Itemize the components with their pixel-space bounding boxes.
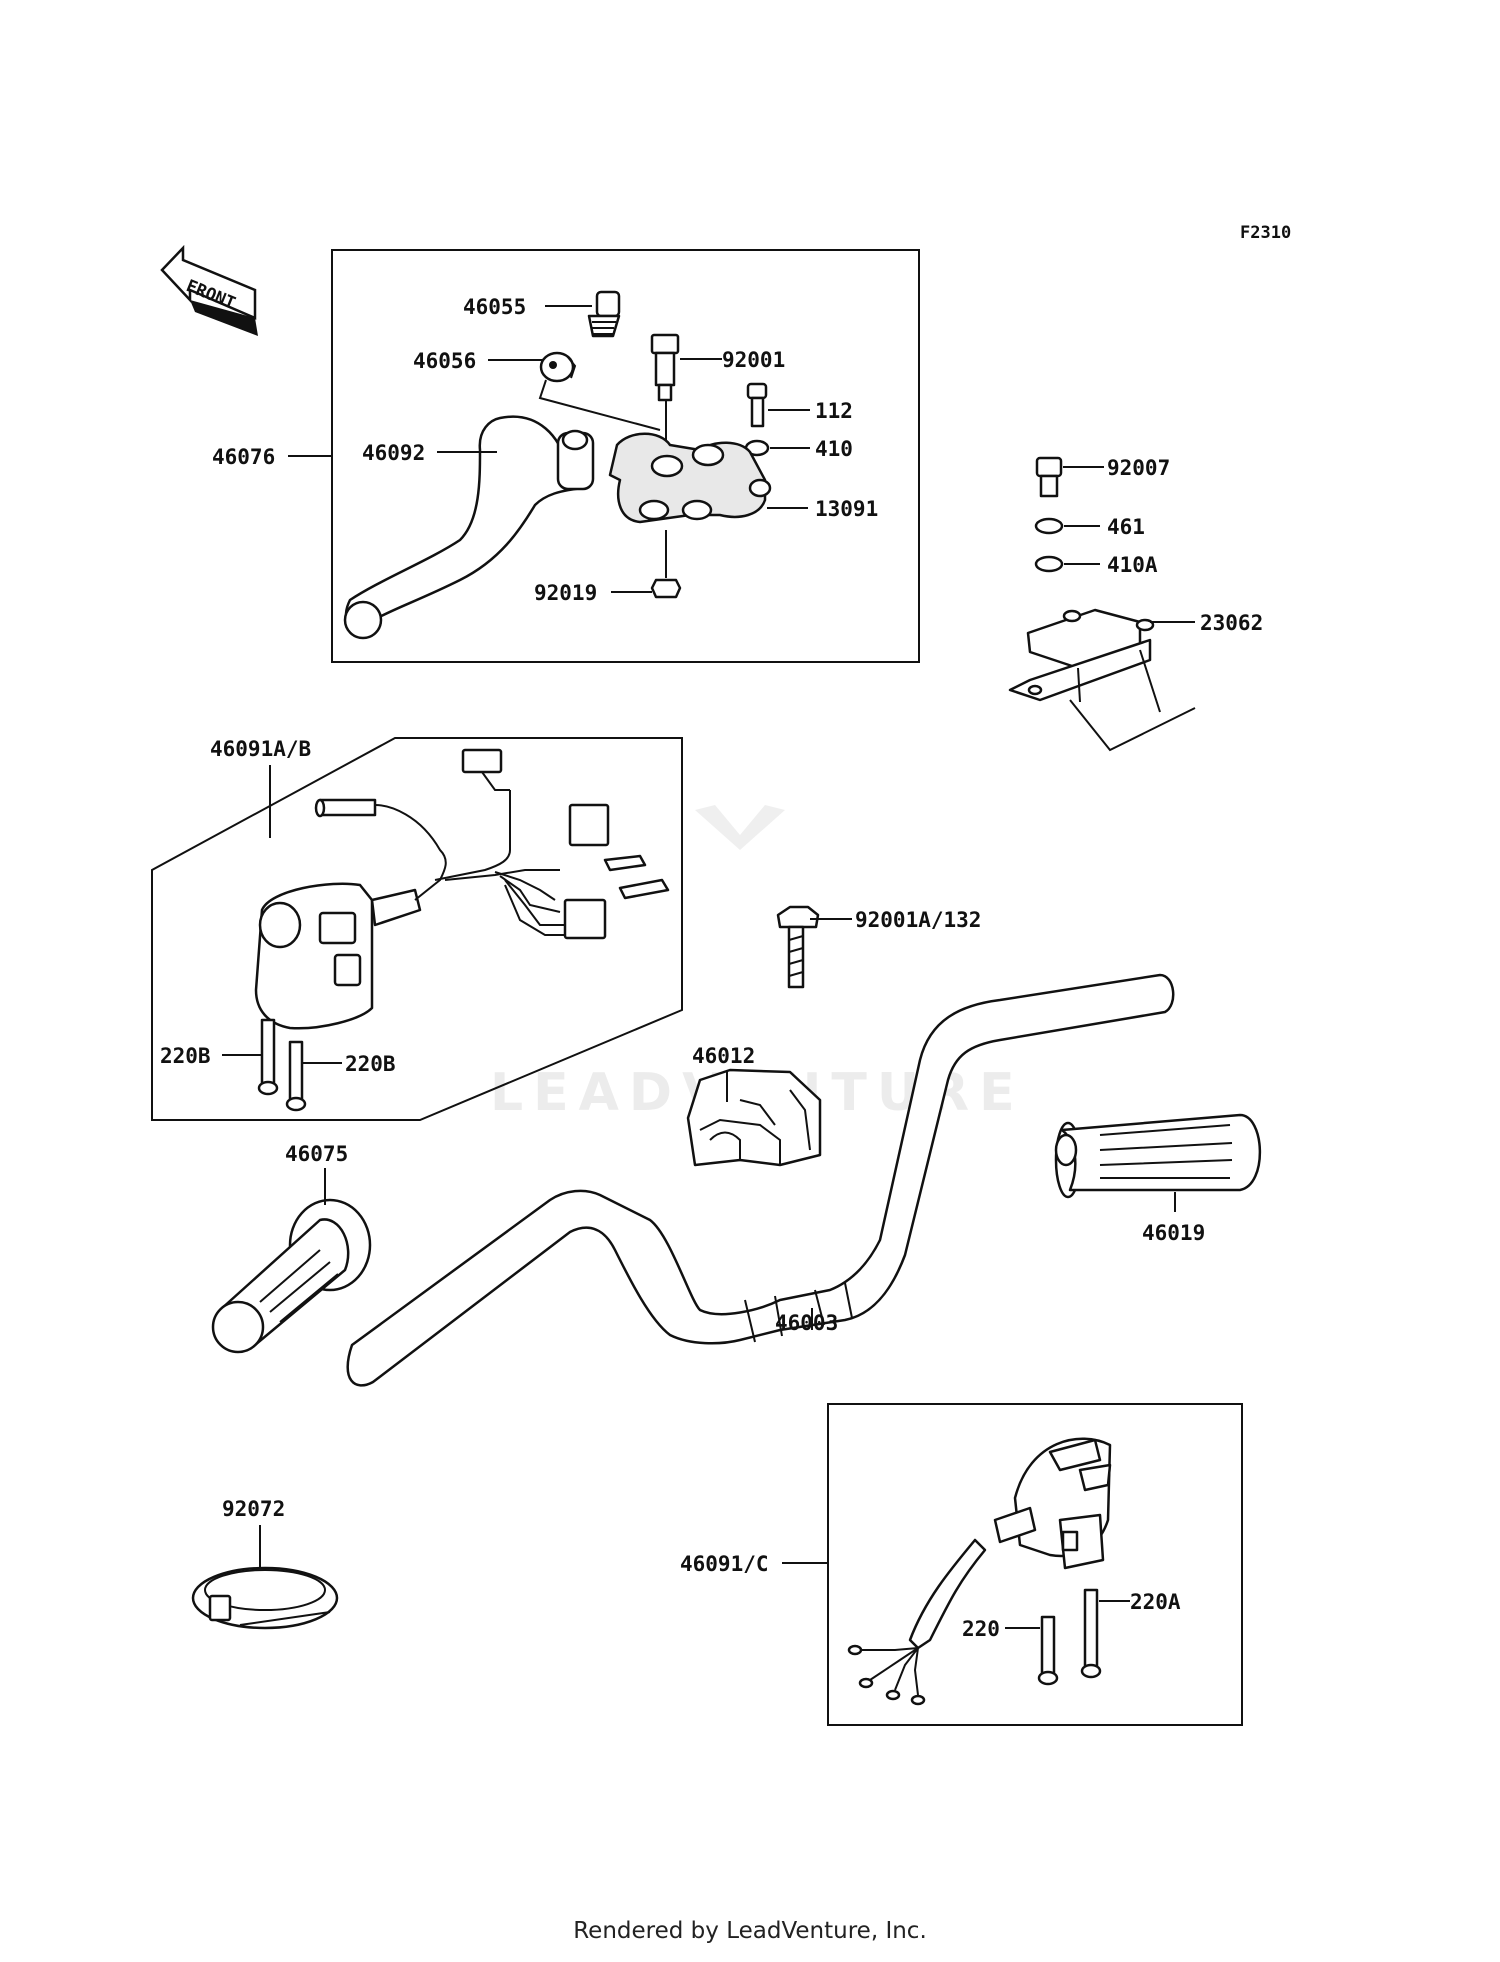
label-410A: 410A xyxy=(1107,553,1158,577)
adjuster-screw-46055 xyxy=(587,290,621,338)
washer-461 xyxy=(1034,517,1064,535)
label-46075: 46075 xyxy=(285,1142,348,1166)
bracket-23062 xyxy=(1008,608,1196,752)
nut-92019 xyxy=(650,578,682,599)
label-220: 220 xyxy=(962,1617,1000,1641)
handlebar-46003 xyxy=(346,973,1175,1387)
screw-112 xyxy=(746,382,768,428)
watermark-logo-icon xyxy=(695,805,785,850)
label-92007: 92007 xyxy=(1107,456,1170,480)
pivot-bolt-92001 xyxy=(650,333,680,402)
label-46019: 46019 xyxy=(1142,1221,1205,1245)
label-220B-left: 220B xyxy=(160,1044,211,1068)
clamp-band-92072 xyxy=(191,1566,339,1630)
screw-220 xyxy=(1037,1615,1059,1686)
label-46092: 46092 xyxy=(362,441,425,465)
label-46055: 46055 xyxy=(463,295,526,319)
brake-lever-46092 xyxy=(343,415,595,640)
handlebar-holder-46012 xyxy=(686,1068,822,1167)
label-92072: 92072 xyxy=(222,1497,285,1521)
label-46076: 46076 xyxy=(212,445,275,469)
right-switch-box xyxy=(827,1403,1243,1726)
label-46012: 46012 xyxy=(692,1044,755,1068)
label-410: 410 xyxy=(815,437,853,461)
screw-220B-left xyxy=(257,1018,279,1096)
label-13091: 13091 xyxy=(815,497,878,521)
label-46056: 46056 xyxy=(413,349,476,373)
label-46091AB: 46091A/B xyxy=(210,737,311,761)
screw-220A xyxy=(1080,1588,1102,1679)
label-92001A-132: 92001A/132 xyxy=(855,908,981,932)
left-switch-housing xyxy=(254,748,670,1030)
label-461: 461 xyxy=(1107,515,1145,539)
bolt-92001A-132 xyxy=(776,905,820,989)
bolt-92007 xyxy=(1035,456,1063,498)
grip-46075 xyxy=(211,1198,372,1354)
leader-46056-line xyxy=(538,379,661,431)
diagram-code: F2310 xyxy=(1240,223,1291,243)
label-46003: 46003 xyxy=(775,1311,838,1335)
adjuster-nut-46056 xyxy=(539,351,577,383)
label-220A: 220A xyxy=(1130,1590,1181,1614)
left-switch-box xyxy=(151,737,683,1121)
label-23062: 23062 xyxy=(1200,611,1263,635)
footer-credit: Rendered by LeadVenture, Inc. xyxy=(573,1918,927,1944)
screw-220B-right xyxy=(285,1040,307,1112)
label-112: 112 xyxy=(815,399,853,423)
lever-holder-13091 xyxy=(608,432,772,524)
washer-410A xyxy=(1034,555,1064,573)
label-46091C: 46091/C xyxy=(680,1552,769,1576)
grip-46019 xyxy=(1054,1113,1262,1199)
label-220B-right: 220B xyxy=(345,1052,396,1076)
label-92019: 92019 xyxy=(534,581,597,605)
label-92001: 92001 xyxy=(722,348,785,372)
right-switch-housing xyxy=(847,1437,1112,1706)
front-arrow-icon: FRONT xyxy=(160,244,258,336)
